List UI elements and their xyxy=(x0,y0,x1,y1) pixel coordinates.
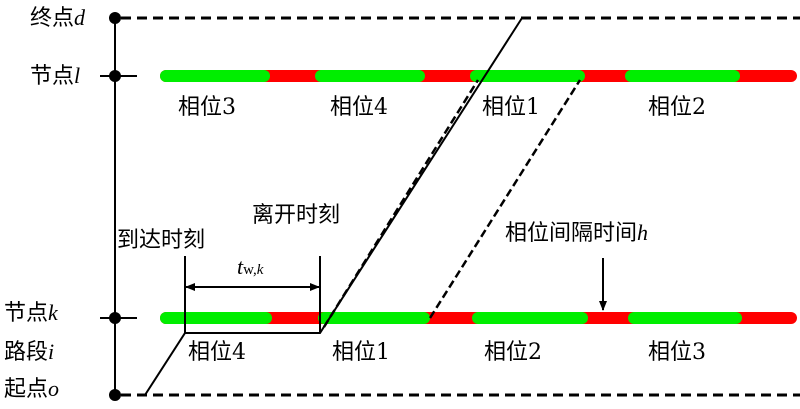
label-node-l-var: l xyxy=(74,63,81,88)
wait-time-label: tw,k xyxy=(237,256,263,279)
arrival-label: 到达时刻 xyxy=(117,228,206,253)
label-end: 终点d xyxy=(30,7,85,30)
wait-t: t xyxy=(237,254,244,279)
interval-label: 相位间隔时间h xyxy=(505,222,648,245)
dot-node-k xyxy=(109,312,121,324)
label-node-l: 节点l xyxy=(30,65,80,88)
bottom-phase-label: 相位1 xyxy=(332,340,390,365)
interval-label-var: h xyxy=(637,220,649,245)
bottom-phase-label: 相位2 xyxy=(484,340,542,365)
label-start-text: 起点 xyxy=(4,377,49,402)
vehicle-trajectory xyxy=(144,17,523,396)
bottom-phase-label: 相位3 xyxy=(648,340,706,365)
label-start-var: o xyxy=(48,376,60,401)
dot-node-l xyxy=(109,70,121,82)
top-phase-label: 相位3 xyxy=(178,95,236,120)
top-phase-label: 相位1 xyxy=(482,95,540,120)
departure-label: 离开时刻 xyxy=(252,203,341,228)
top-phase-label: 相位2 xyxy=(648,95,706,120)
wait-sub-var: k xyxy=(256,262,264,278)
label-node-l-text: 节点 xyxy=(30,64,75,89)
label-end-text: 终点 xyxy=(30,6,75,31)
interval-dashed-line xyxy=(428,79,582,319)
label-end-var: d xyxy=(74,5,86,30)
label-start: 起点o xyxy=(4,378,59,401)
departure-dashed-line xyxy=(322,79,480,328)
bottom-phase-label: 相位4 xyxy=(188,340,246,365)
label-node-k: 节点k xyxy=(4,302,58,325)
label-segment: 路段i xyxy=(4,341,54,364)
wait-sub: w, xyxy=(243,262,257,278)
label-node-k-text: 节点 xyxy=(4,301,49,326)
dot-start xyxy=(109,389,121,401)
label-node-k-var: k xyxy=(48,300,58,325)
label-segment-text: 路段 xyxy=(4,340,49,365)
interval-label-text: 相位间隔时间 xyxy=(505,221,638,246)
top-phase-label: 相位4 xyxy=(330,95,388,120)
dot-end xyxy=(109,12,121,24)
label-segment-var: i xyxy=(48,339,55,364)
